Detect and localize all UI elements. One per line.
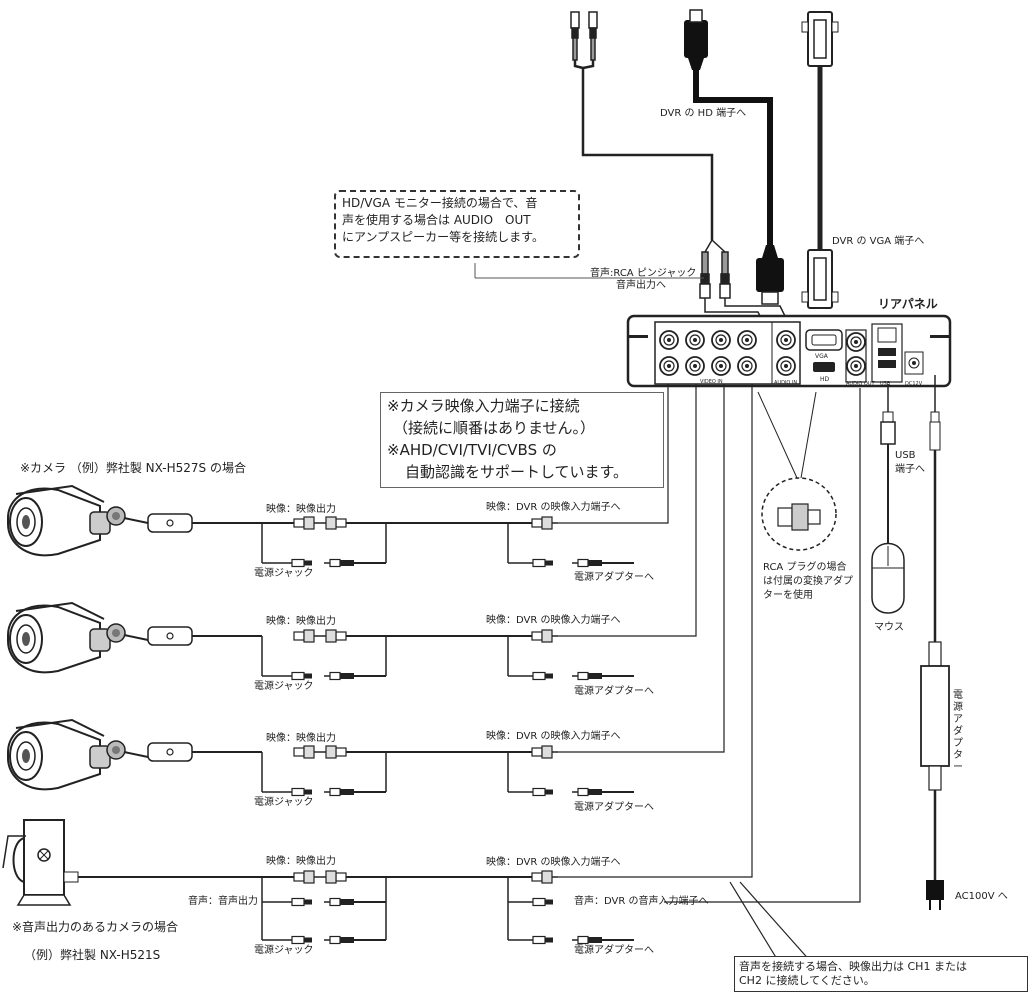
row1-dvr-in-label: 映像：DVR の映像入力端子へ	[486, 502, 621, 513]
row4-adapter-label: 電源アダプターへ	[574, 945, 654, 956]
connect-note-line3: ※AHD/CVI/TVI/CVBS の	[387, 441, 557, 459]
row2-power-jack-label: 電源ジャック	[254, 681, 314, 692]
connect-note-line1: ※カメラ映像入力端子に接続	[387, 397, 580, 415]
row4-dvr-in-label: 映像：DVR の映像入力端子へ	[486, 857, 621, 868]
dvr-hd-label: DVR の HD 端子へ	[660, 108, 747, 119]
panel-vga-label: VGA	[815, 353, 828, 360]
panel-audio-in-label: AUDIO IN	[774, 380, 798, 386]
panel-usb-label: USB	[880, 381, 891, 387]
dvr-vga-label: DVR の VGA 端子へ	[832, 236, 925, 247]
panel-hd-label: HD	[820, 376, 830, 383]
cable-row-3	[147, 384, 725, 797]
cable-row-1	[147, 384, 669, 568]
rca-note-line2: は付属の変換アダプ	[763, 576, 853, 587]
audio-channel-note-line1: 音声を接続する場合、映像出力は CH1 または	[739, 960, 967, 973]
row1-video-out-label: 映像：映像出力	[266, 504, 336, 515]
row2-dvr-in-label: 映像：DVR の映像入力端子へ	[486, 615, 621, 626]
cable-row-2	[147, 384, 697, 681]
power-adapter-vertical-label: 電源アダプター	[953, 690, 963, 773]
row3-power-jack-label: 電源ジャック	[254, 797, 314, 808]
hdmi-audio-note-box: HD/VGA モニター接続の場合で、音 声を使用する場合は AUDIO OUT …	[334, 190, 580, 258]
rear-panel-label: リアパネル	[878, 297, 938, 311]
row2-adapter-label: 電源アダプターへ	[574, 686, 654, 697]
row2-video-out-label: 映像：映像出力	[266, 616, 336, 627]
row4-power-jack-label: 電源ジャック	[254, 945, 314, 956]
connect-note-box: ※カメラ映像入力端子に接続 （接続に順番はありません。） ※AHD/CVI/TV…	[380, 392, 664, 488]
rca-note-line1: RCA プラグの場合	[763, 562, 847, 573]
row1-adapter-label: 電源アダプターへ	[574, 572, 654, 583]
mouse-label: マウス	[874, 622, 904, 633]
hdmi-audio-note-line3: にアンプスピーカー等を接続します。	[342, 230, 544, 244]
connect-note-line2: （接続に順番はありません。）	[393, 419, 596, 437]
panel-audio-out-label: AUDIO OUT	[846, 381, 875, 387]
ac100v-label: AC100V へ	[955, 891, 1008, 902]
rca-note-line3: ターを使用	[763, 590, 813, 601]
row4-video-out-label: 映像：映像出力	[266, 856, 336, 867]
row3-dvr-in-label: 映像：DVR の映像入力端子へ	[486, 731, 621, 742]
row4-audio-out-label: 音声：音声出力	[188, 896, 258, 907]
audio-camera-note-line2: （例）弊社製 NX-H521S	[24, 948, 161, 962]
row4-dvr-audio-label: 音声：DVR の音声入力端子へ	[574, 896, 709, 907]
usb-label-line1: USB	[895, 450, 916, 461]
usb-label-line2: 端子へ	[895, 464, 925, 475]
connect-note-line4: 自動認識をサポートしています。	[405, 463, 629, 481]
audio-rca-label-line2: 音声出力へ	[616, 280, 666, 291]
cable-row-4	[78, 384, 861, 945]
hdmi-audio-note-line2: 声を使用する場合は AUDIO OUT	[342, 213, 531, 227]
panel-dc12v-label: DC12V	[905, 381, 923, 387]
audio-channel-note-line2: CH2 に接続してください。	[739, 974, 875, 987]
camera-example-note: ※カメラ （例）弊社製 NX-H527S の場合	[20, 461, 246, 475]
audio-camera-note-line1: ※音声出力のあるカメラの場合	[12, 920, 179, 934]
audio-rca-label-line1: 音声:RCA ピンジャック	[590, 268, 697, 279]
row1-power-jack-label: 電源ジャック	[254, 568, 314, 579]
row3-video-out-label: 映像：映像出力	[266, 733, 336, 744]
row3-adapter-label: 電源アダプターへ	[574, 802, 654, 813]
panel-video-in-label: VIDEO IN	[700, 379, 723, 385]
hdmi-audio-note-line1: HD/VGA モニター接続の場合で、音	[342, 196, 538, 210]
audio-channel-note-box: 音声を接続する場合、映像出力は CH1 または CH2 に接続してください。	[734, 956, 1028, 992]
